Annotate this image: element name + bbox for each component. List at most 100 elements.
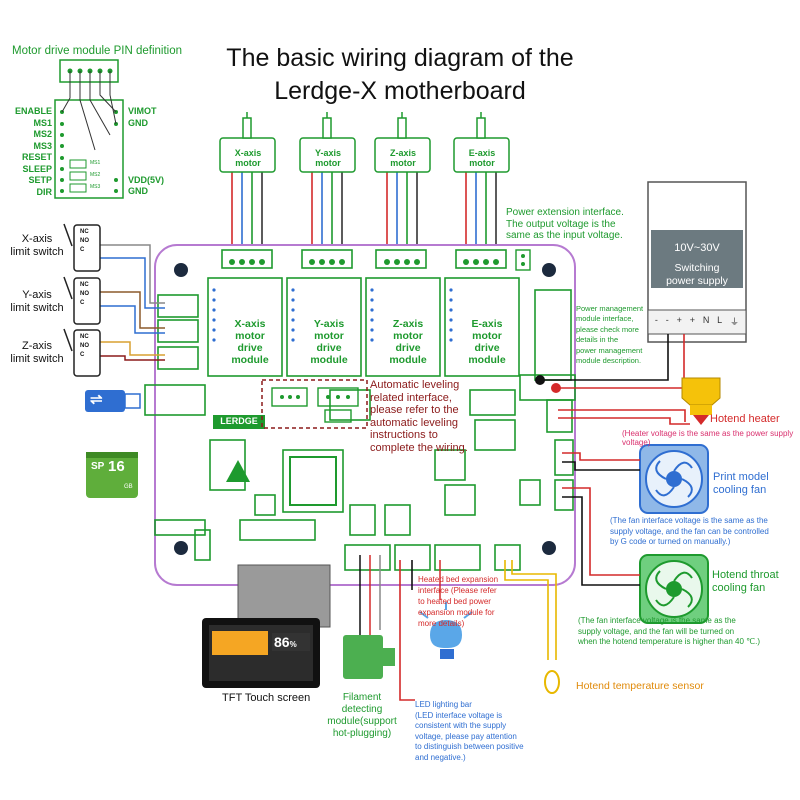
text-line: expansion module for [418, 608, 495, 617]
drive-text: module [310, 354, 348, 367]
tft-percent-unit: % [289, 640, 297, 649]
tft-screen-body [202, 618, 320, 688]
text-line: interface (Please refer [418, 586, 497, 595]
text-line: Power extension interface. [506, 207, 624, 218]
temp-sensor-probe [544, 670, 560, 694]
text-line: Power management [576, 304, 644, 313]
drive-text: module [468, 354, 506, 367]
tft-label: TFT Touch screen [222, 692, 311, 704]
ground-icon: ⏚ [730, 317, 740, 327]
led-text: LED lighting bar (LED interface voltage … [415, 700, 524, 763]
switch-pin: NO [80, 238, 89, 244]
motor-label-z: Z-axis motor [389, 148, 416, 169]
psu-terminal: L [717, 315, 723, 325]
hotend-heater-label: Hotend heater [710, 413, 780, 425]
temp-sensor-wires [504, 560, 557, 660]
drive-text: X-axis [234, 318, 266, 330]
pin-label: MS3 [33, 140, 52, 151]
limit-line1: X-axis [21, 233, 53, 245]
print-fan-body [639, 444, 709, 514]
pin-label: SLEEP [22, 163, 52, 174]
power-supply-unit [647, 181, 747, 343]
pin-label: RESET [21, 152, 52, 162]
text-line: (The fan interface voltage is the same a… [578, 616, 736, 625]
power-extension-text: Power extension interface. The output vo… [506, 207, 624, 242]
text-line: The output voltage is the [506, 218, 616, 230]
text-line: complete the wiring. [370, 441, 468, 454]
text-line: same as the input voltage. [506, 230, 623, 241]
limit-switch-bodies [63, 223, 101, 377]
pin-right-gnd: GND [128, 118, 148, 128]
drive-text: drive [395, 342, 421, 355]
text-line: Automatic leveling [370, 379, 460, 391]
motor-label-e: E-axis motor [468, 148, 496, 169]
text-line: (LED interface voltage is [415, 710, 503, 720]
text-line: and negative.) [415, 752, 466, 762]
heater-wires [558, 409, 690, 425]
motor-label-x: X-axis motor [234, 148, 262, 169]
text-line: voltage, please pay attention [415, 731, 517, 741]
jumper-label: MS1 [90, 160, 101, 166]
throat-fan-label: Hotend throat cooling fan [712, 569, 779, 594]
switch-pin: NC [80, 282, 89, 288]
drive-text: drive [237, 342, 263, 355]
psu-terminal: + [676, 315, 682, 325]
text-line: module description. [576, 356, 642, 366]
pin-label: DIR [36, 186, 53, 197]
temp-sensor-label: Hotend temperature sensor [576, 680, 704, 692]
motherboard [144, 244, 576, 586]
text-line: automatic leveling [370, 416, 459, 429]
text-line: please refer to the [370, 404, 459, 416]
pin-label: MS2 [33, 129, 52, 139]
pin-definition-heading: Motor drive module PIN definition [12, 45, 183, 57]
text-line: related interface, [370, 391, 452, 404]
throat-fan-wires [562, 487, 640, 586]
hotend-heater-block [681, 377, 721, 425]
limit-line1: Z-axis [22, 340, 52, 352]
psu-terminal: + [689, 315, 695, 325]
switch-pin: NC [80, 229, 89, 235]
text-line: Switching [674, 262, 720, 274]
text-line: instructions to [370, 429, 438, 441]
text-line: more details) [418, 619, 465, 628]
tft-ribbon [237, 564, 331, 628]
heated-bed-wires [399, 560, 415, 701]
auto-leveling-text: Automatic leveling related interface, pl… [370, 379, 468, 454]
usb-stick [85, 390, 141, 412]
text-line: module interface, [576, 314, 634, 324]
pin-right-vimot: VIMOT [128, 106, 157, 116]
led-bulb-shape [419, 602, 473, 659]
jumper-label: MS2 [90, 172, 101, 178]
psu-terminals: - - + + N L ⏚ [651, 315, 743, 328]
psu-name: Switching power supply [651, 262, 743, 288]
pin-right-vdd: VDD(5V) [128, 175, 165, 185]
text-line: details in the [576, 335, 619, 345]
text-line: Hotend throat [712, 569, 779, 581]
psu-terminal: - [654, 315, 658, 325]
filament-text: Filament detecting module(support hot-pl… [322, 692, 402, 740]
text-line: (The fan interface voltage is the same a… [610, 516, 768, 525]
limit-line2: limit switch [10, 301, 64, 314]
limit-line1: Y-axis [22, 289, 52, 301]
switch-pin: NO [80, 343, 89, 349]
switch-pin: C [80, 300, 85, 306]
title-line-1: The basic wiring diagram of the [226, 44, 574, 72]
drive-text: motor [235, 330, 265, 343]
text-line: to distinguish between positive [415, 742, 524, 751]
throat-fan-body [639, 554, 709, 624]
pin-right-gnd2: GND [128, 186, 148, 196]
drive-text: module [231, 354, 269, 367]
drive-text: motor [472, 330, 502, 343]
text-line: supply voltage, and the fan can be contr… [610, 526, 769, 536]
text-line: power supply [666, 275, 728, 287]
psu-terminal: - [665, 315, 669, 325]
sd-brand: SP [91, 461, 105, 472]
text-line: by G code or turned on manually.) [610, 537, 731, 546]
drive-text: Y-axis [313, 318, 345, 330]
